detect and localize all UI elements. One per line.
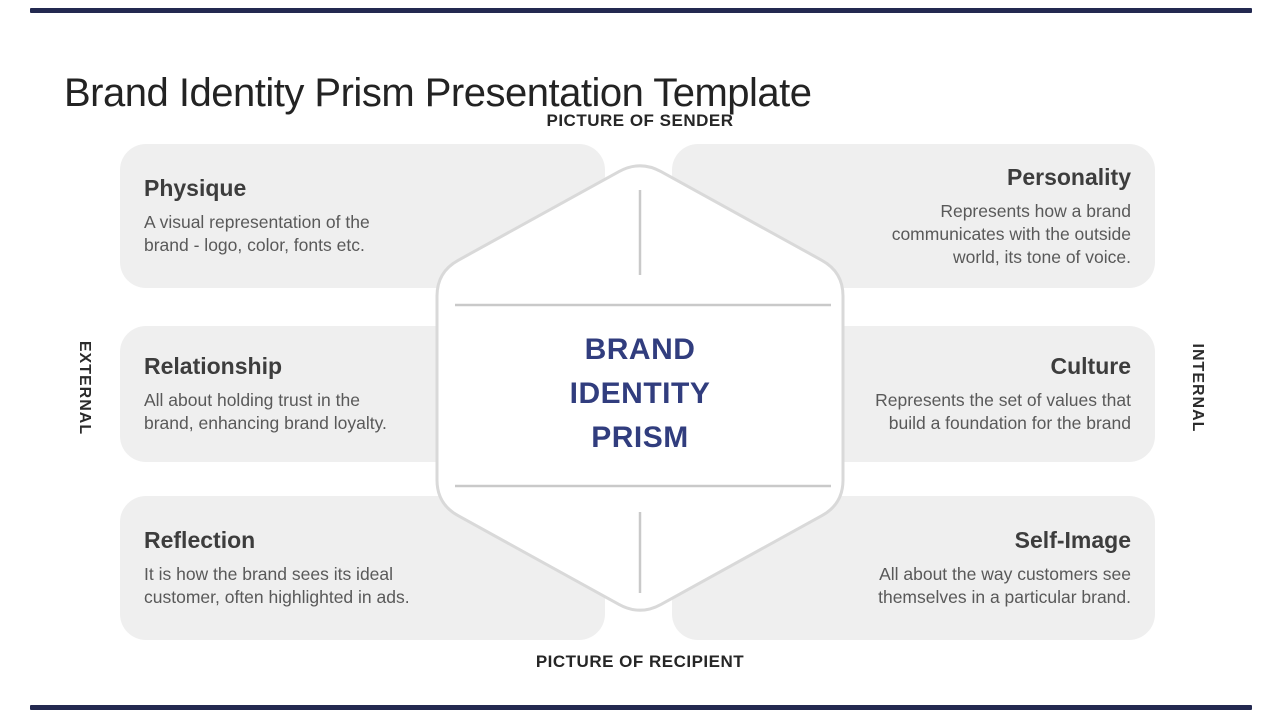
box-culture-description: Represents the set of values that build … <box>875 390 1131 433</box>
box-culture-title: Culture <box>1050 353 1132 379</box>
slide-title: Brand Identity Prism Presentation Templa… <box>64 70 812 115</box>
box-personality-description: Represents how a brand communicates with… <box>891 200 1131 267</box>
center-line-prism: PRISM <box>591 421 689 454</box>
picture-of-recipient-label: PICTURE OF RECIPIENT <box>535 652 745 671</box>
hexagon-outline-icon <box>435 164 845 612</box>
box-reflection-description: It is how the brand sees its ideal custo… <box>144 564 410 607</box>
brand-identity-prism-label: BRAND IDENTITY PRISM <box>490 328 790 460</box>
box-physique: Physique A visual representation of the … <box>120 144 605 288</box>
top-accent-bar <box>30 8 1252 13</box>
hexagon-shape <box>435 164 845 612</box>
box-relationship-description: All about holding trust in the brand, en… <box>144 390 387 433</box>
box-physique-title: Physique <box>144 175 247 201</box>
box-personality-title: Personality <box>1007 163 1131 190</box>
external-label: EXTERNAL <box>76 340 93 436</box>
center-line-identity: IDENTITY <box>569 377 711 410</box>
center-line-brand: BRAND <box>584 333 696 366</box>
box-self-image-title: Self-Image <box>1014 527 1131 553</box>
bottom-accent-bar <box>30 705 1252 710</box>
box-physique-description: A visual representation of the brand - l… <box>144 212 370 255</box>
box-self-image: Self-Image All about the way customers s… <box>672 496 1155 640</box>
prism-hexagon <box>425 150 855 626</box>
box-personality: Personality Represents how a brand commu… <box>672 144 1155 288</box>
picture-of-sender-label: PICTURE OF SENDER <box>546 111 734 130</box>
box-self-image-description: All about the way customers see themselv… <box>878 564 1131 607</box>
box-relationship-title: Relationship <box>144 353 283 379</box>
box-reflection-title: Reflection <box>144 527 256 553</box>
internal-label: INTERNAL <box>1189 343 1206 433</box>
